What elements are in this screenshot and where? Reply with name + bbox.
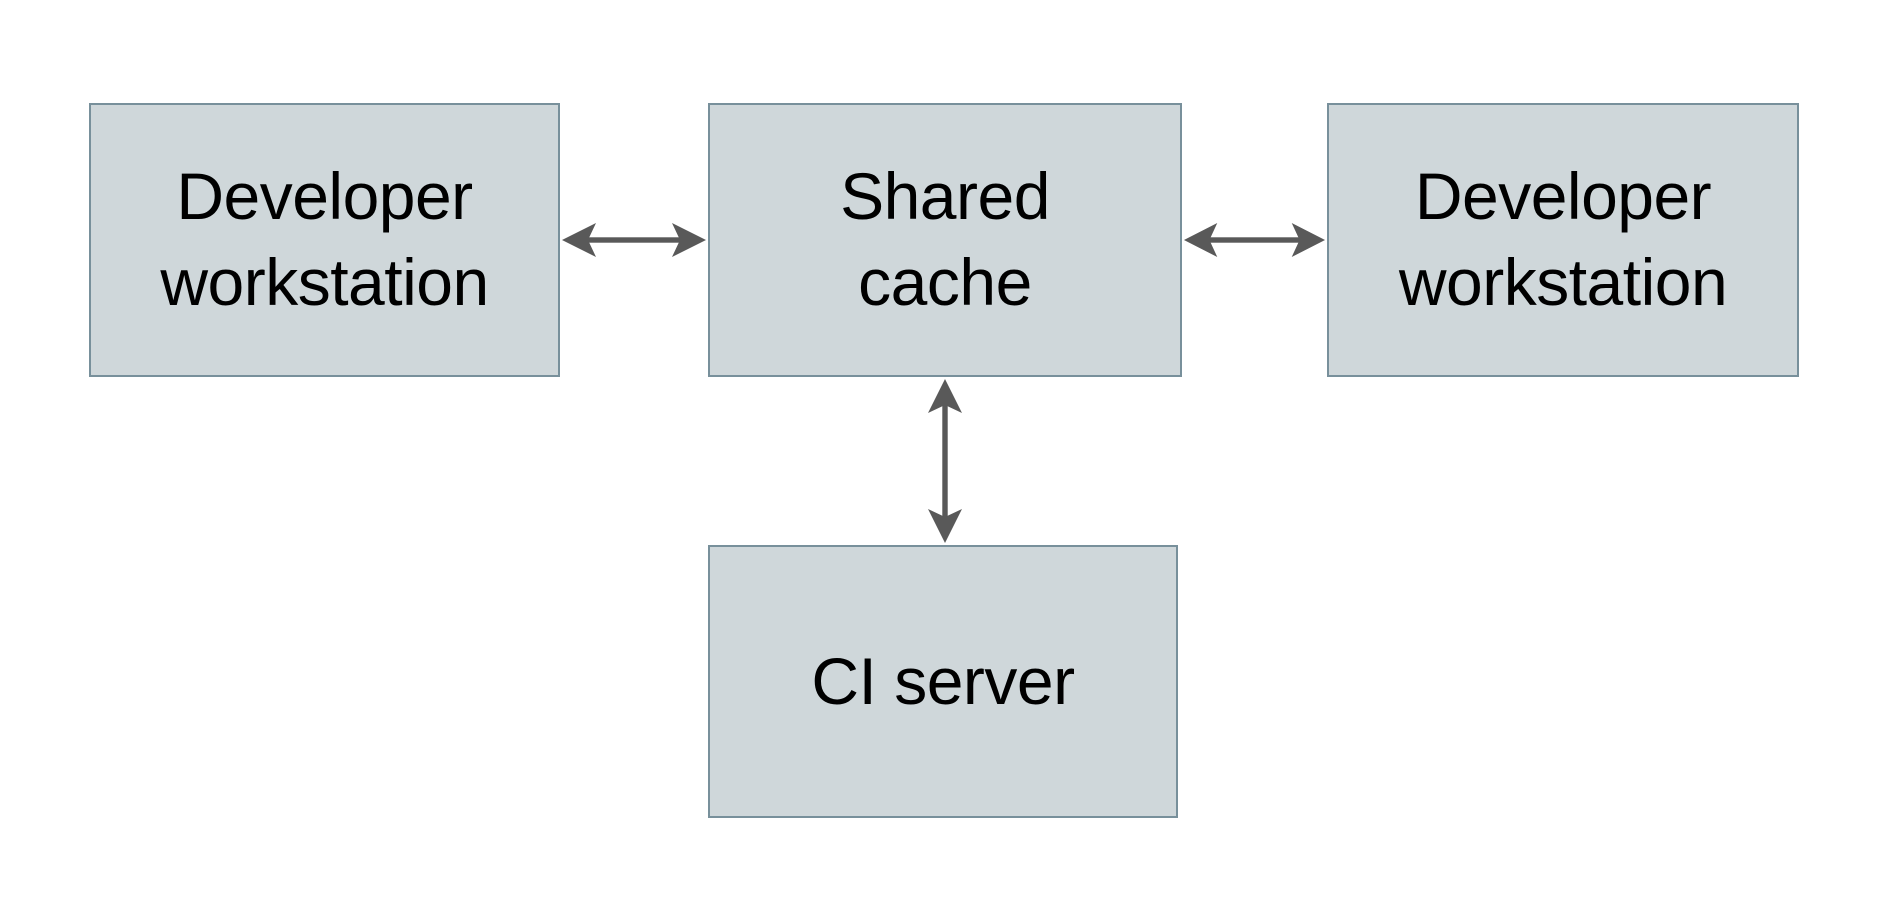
node-label-line: cache [858,245,1032,319]
node-label-line: Developer [1414,159,1712,234]
node-label-line: Shared [840,159,1050,234]
arrowhead-down-icon [928,509,962,543]
node-label-line: workstation [1398,245,1728,319]
node-label-line: CI server [811,643,1075,718]
arrowhead-up-icon [928,379,962,413]
arrow-shaft [1207,237,1302,243]
bidirectional-arrow-right [1183,223,1326,257]
node-ci-server: CI server [708,545,1178,818]
arrow-shaft [942,403,948,519]
arrowhead-left-icon [1183,223,1218,257]
arrow-shaft [586,237,682,243]
node-developer-workstation-right: Developer workstation [1327,103,1799,377]
node-label: Shared cache [840,154,1050,326]
node-label: CI server [811,639,1075,725]
node-label: Developer workstation [160,154,489,326]
arrowhead-left-icon [562,223,596,257]
arrowhead-right-icon [1291,223,1326,257]
node-shared-cache: Shared cache [708,103,1182,377]
node-label-line: workstation [160,245,489,319]
node-developer-workstation-left: Developer workstation [89,103,560,377]
bidirectional-arrow-left [562,223,706,257]
node-label: Developer workstation [1398,154,1728,326]
node-label-line: Developer [176,159,473,234]
arrowhead-right-icon [672,223,706,257]
bidirectional-arrow-vertical [928,379,962,543]
